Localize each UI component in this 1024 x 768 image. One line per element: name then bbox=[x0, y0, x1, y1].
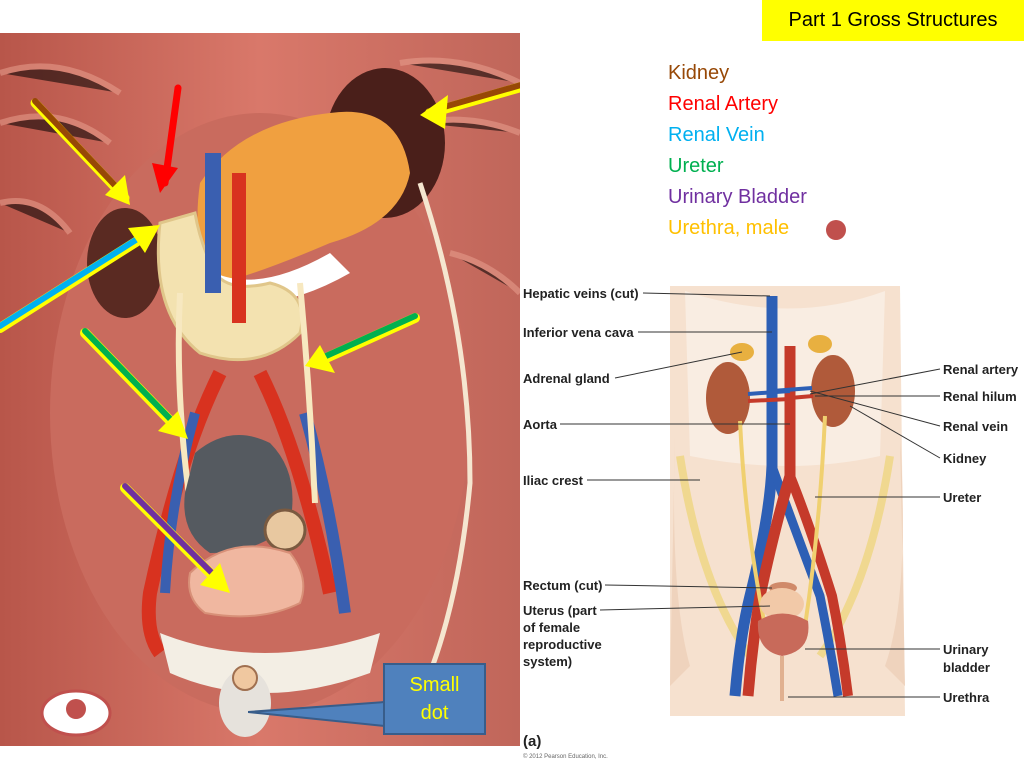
color-legend: Kidney Renal Artery Renal Vein Ureter Ur… bbox=[668, 58, 807, 244]
label-urinary-1: Urinary bbox=[943, 642, 989, 657]
label-renal-vein: Renal vein bbox=[943, 419, 1008, 434]
label-uterus-1: Uterus (part bbox=[523, 603, 597, 618]
dot-icon bbox=[826, 220, 846, 240]
label-rectum: Rectum (cut) bbox=[523, 578, 602, 593]
label-uterus-3: reproductive bbox=[523, 637, 602, 652]
label-urinary-2: bladder bbox=[943, 660, 990, 675]
label-renal-hilum: Renal hilum bbox=[943, 389, 1017, 404]
label-ureter: Ureter bbox=[943, 490, 981, 505]
legend-kidney: Kidney bbox=[668, 62, 730, 84]
figure-label: (a) bbox=[523, 733, 542, 750]
label-urethra: Urethra bbox=[943, 690, 990, 705]
legend-ureter: Ureter bbox=[668, 155, 724, 177]
small-dot-callout: Small dot bbox=[383, 663, 486, 735]
label-hepatic-veins: Hepatic veins (cut) bbox=[523, 286, 639, 301]
label-adrenal-gland: Adrenal gland bbox=[523, 371, 610, 386]
callout-line-1: Small bbox=[409, 674, 460, 696]
label-iliac-crest: Iliac crest bbox=[523, 473, 584, 488]
label-aorta: Aorta bbox=[523, 417, 558, 432]
label-inferior-vena-cava: Inferior vena cava bbox=[523, 325, 634, 340]
label-uterus-2: of female bbox=[523, 620, 580, 635]
copyright-text: © 2012 Pearson Education, Inc. bbox=[523, 754, 608, 760]
legend-renal-artery: Renal Artery bbox=[668, 93, 779, 115]
label-kidney: Kidney bbox=[943, 451, 987, 466]
slide-title: Part 1 Gross Structures bbox=[762, 0, 1024, 41]
callout-line-2: dot bbox=[420, 702, 449, 724]
legend-urinary-bladder: Urinary Bladder bbox=[668, 186, 807, 208]
legend-urethra-male: Urethra, male bbox=[668, 217, 790, 239]
legend-renal-vein: Renal Vein bbox=[668, 124, 765, 146]
label-renal-artery: Renal artery bbox=[943, 362, 1019, 377]
urinary-system-diagram: Hepatic veins (cut) Inferior vena cava A… bbox=[523, 286, 1019, 716]
callout-pointer bbox=[248, 700, 386, 728]
anatomy-model-photo bbox=[0, 33, 520, 746]
label-uterus-4: system) bbox=[523, 654, 572, 669]
